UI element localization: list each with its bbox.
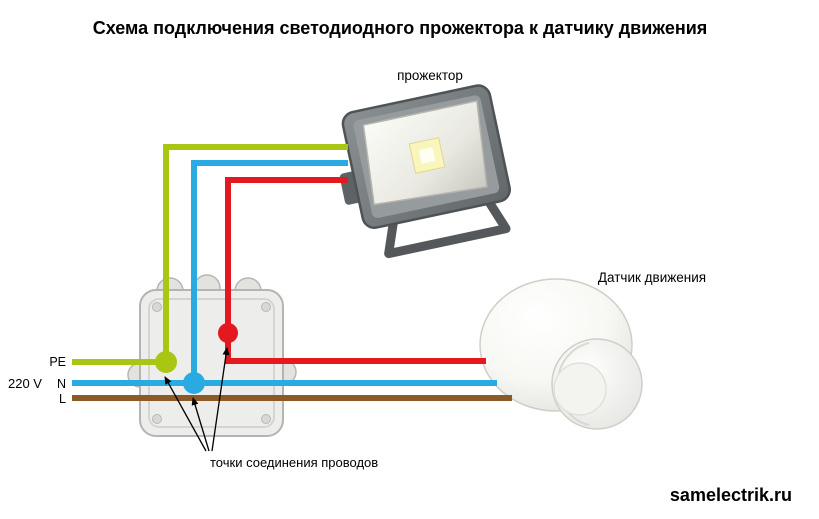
watermark: samelectrik.ru bbox=[670, 485, 792, 505]
line-wire-label: L bbox=[59, 392, 66, 406]
junction-box bbox=[127, 274, 297, 437]
junction-pointer-arrows bbox=[164, 347, 230, 452]
pe-junction-dot bbox=[155, 351, 177, 373]
voltage-label: 220 V bbox=[8, 376, 42, 391]
pe-wire-green bbox=[72, 144, 348, 365]
junction-points-note: точки соединения проводов bbox=[210, 455, 378, 470]
neutral-wire-blue bbox=[72, 160, 497, 386]
box-screw bbox=[152, 414, 162, 424]
pointer-arrow-neutral bbox=[191, 397, 210, 452]
live-junction-dot bbox=[218, 323, 238, 343]
neutral-junction-dot bbox=[183, 372, 205, 394]
led-chip-center bbox=[418, 147, 436, 164]
motion-sensor-label: Датчик движения bbox=[598, 270, 706, 285]
page-title: Схема подключения светодиодного прожекто… bbox=[93, 18, 708, 38]
switched-live-wire-red bbox=[225, 177, 486, 364]
floodlight-bracket bbox=[384, 197, 511, 259]
pointer-arrow-pe bbox=[164, 376, 207, 452]
box-screw bbox=[152, 302, 162, 312]
box-screw bbox=[261, 414, 271, 424]
motion-sensor bbox=[479, 278, 643, 430]
floodlight-label: прожектор bbox=[397, 68, 463, 83]
pe-wire-label: PE bbox=[49, 355, 66, 369]
sensor-lens bbox=[553, 362, 607, 416]
neutral-wire-label: N bbox=[57, 377, 66, 391]
box-screw bbox=[261, 302, 271, 312]
pointer-arrow-live bbox=[211, 347, 230, 452]
floodlight bbox=[339, 84, 511, 259]
